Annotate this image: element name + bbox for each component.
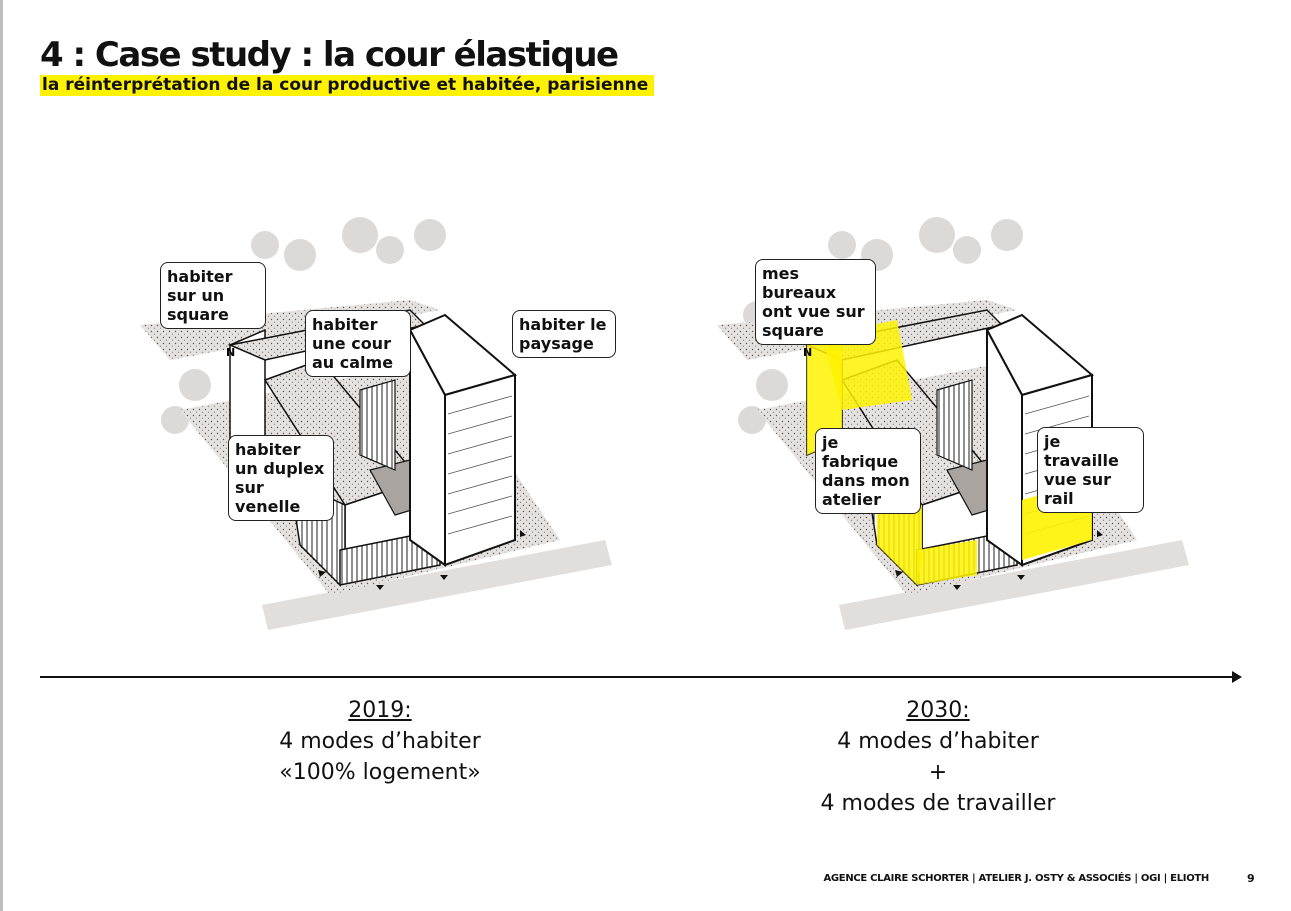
speech-bubble: habiter sur un square (160, 262, 266, 329)
page-number: 9 (1247, 872, 1255, 885)
page-title: 4 : Case study : la cour élastique (40, 35, 619, 75)
period-2030: 2030: 4 modes d’habiter + 4 modes de tra… (738, 695, 1138, 819)
year-label: 2019: (348, 698, 412, 723)
timeline-arrow-icon (1232, 671, 1242, 683)
page-edge-rule (0, 0, 3, 911)
north-label: N (803, 346, 812, 359)
timeline-line (40, 676, 1234, 678)
speech-bubble: mes bureaux ont vue sur square (755, 259, 876, 345)
period-line: «100% logement» (279, 760, 481, 785)
speech-bubble: habiter un duplex sur venelle (228, 435, 334, 521)
speech-bubble: je travaille vue sur rail (1037, 427, 1144, 513)
period-plus: + (928, 760, 948, 785)
period-line: 4 modes d’habiter (279, 729, 481, 754)
speech-bubble: habiter une cour au calme (305, 310, 411, 377)
period-line: 4 modes de travailler (820, 791, 1056, 816)
year-label: 2030: (906, 698, 970, 723)
north-label: N (226, 346, 235, 359)
speech-bubble: je fabrique dans mon atelier (815, 428, 921, 514)
period-line: 4 modes d’habiter (837, 729, 1039, 754)
speech-bubble: habiter le paysage (512, 310, 616, 358)
footer-credits: AGENCE CLAIRE SCHORTER | ATELIER J. OSTY… (823, 873, 1209, 884)
period-2019: 2019: 4 modes d’habiter «100% logement» (180, 695, 580, 788)
page-subtitle: la réinterprétation de la cour productiv… (40, 75, 655, 96)
